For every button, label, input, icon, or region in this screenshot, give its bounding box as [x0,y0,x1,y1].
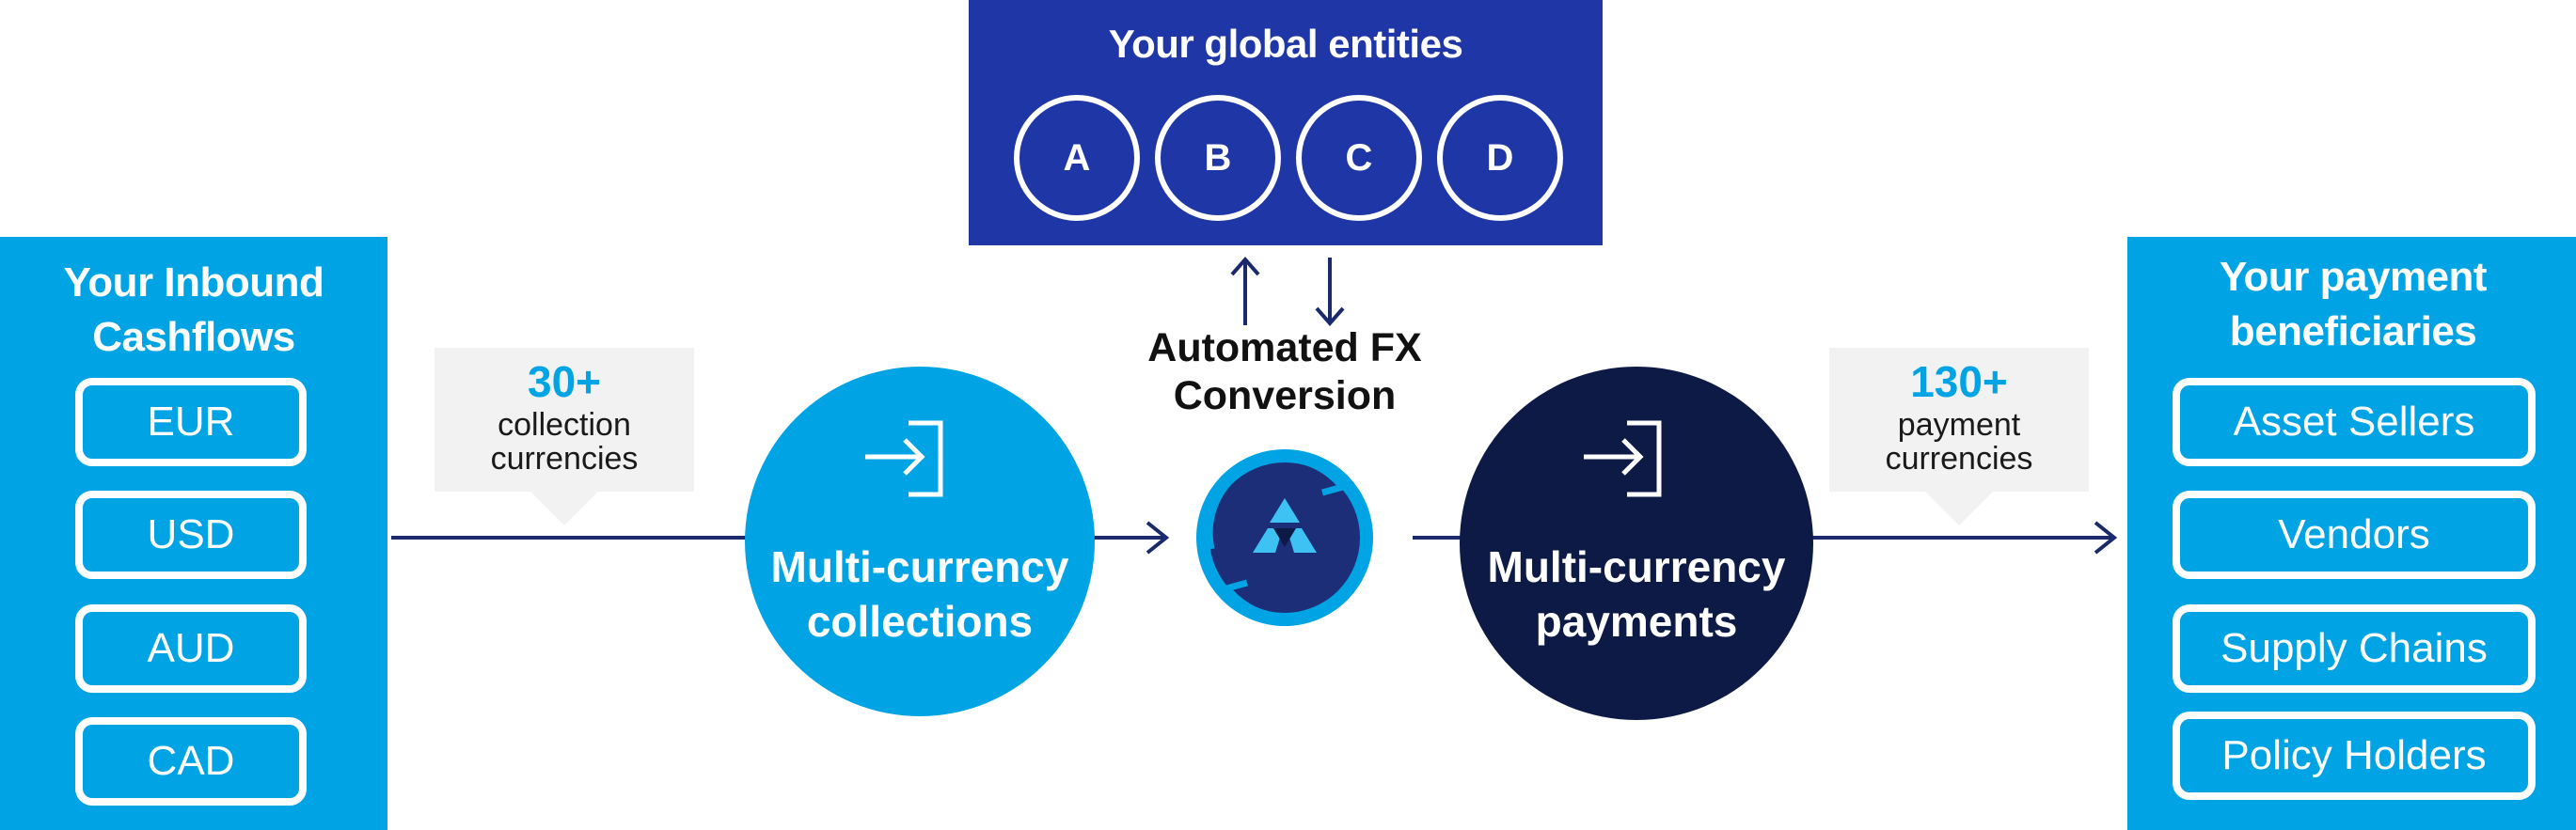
entity-label: C [1345,136,1373,179]
beneficiary-label: Policy Holders [2221,732,2487,778]
collection-line2: currencies [490,441,639,477]
entities-title: Your global entities [1108,22,1463,66]
callout-tail [1925,492,1993,525]
collection-currencies-callout: 30+ collection currencies [435,348,694,492]
currency-pill: USD [75,491,307,579]
currency-pill: AUD [75,604,307,693]
fx-emblem [1196,449,1373,626]
currency-label: USD [147,511,235,557]
inbound-cashflows-panel: Your Inbound Cashflows EUR USD AUD CAD [0,237,387,830]
beneficiary-label: Asset Sellers [2233,399,2475,445]
collection-count: 30+ [527,357,602,406]
entity-label: D [1486,136,1514,179]
login-icon [1584,420,1662,497]
fx-line1: Automated FX [1147,325,1422,370]
currency-pill: CAD [75,717,307,806]
collections-line1: Multi-currency [770,542,1069,591]
payments-circle: Multi-currency payments [1460,367,1813,720]
payment-currencies-callout: 130+ payment currencies [1829,348,2089,492]
fx-line2: Conversion [1173,373,1397,418]
arrow-down-icon [1315,258,1345,327]
entity-label: B [1204,136,1232,179]
global-entities-panel: Your global entities A B C D [969,0,1603,245]
callout-tail [530,492,598,525]
entity-circle: C [1296,95,1422,221]
collection-line1: collection [498,407,631,443]
beneficiary-pill: Policy Holders [2173,712,2536,800]
beneficiaries-title: Your payment beneficiaries [2219,254,2488,354]
inbound-panel-title: Your Inbound Cashflows [63,259,324,360]
entity-circle: A [1014,95,1140,221]
entity-circle: D [1437,95,1563,221]
payments-line1: Multi-currency [1487,542,1786,591]
entity-label: A [1063,136,1091,179]
triangle-logo-icon [1253,498,1317,553]
payment-beneficiaries-panel: Your payment beneficiaries Asset Sellers… [2127,237,2576,830]
collections-circle: Multi-currency collections [745,367,1095,716]
beneficiary-pill: Supply Chains [2173,604,2536,693]
beneficiary-pill: Vendors [2173,491,2536,579]
payment-line2: currencies [1885,441,2033,477]
beneficiary-label: Supply Chains [2220,625,2488,671]
arrow-up-icon [1230,256,1260,325]
login-icon [865,420,943,497]
currency-label: AUD [147,625,235,671]
collections-line2: collections [806,597,1034,646]
beneficiary-pill: Asset Sellers [2173,378,2536,466]
beneficiary-label: Vendors [2278,511,2430,557]
payment-count: 130+ [1910,357,2008,406]
refresh-arrows-icon [1206,453,1349,622]
currency-label: EUR [147,399,235,445]
payments-line2: payments [1535,597,1738,646]
currency-label: CAD [147,738,235,784]
payment-line1: payment [1897,407,2021,443]
fx-conversion-label: Automated FX Conversion [1091,324,1478,420]
currency-pill: EUR [75,378,307,466]
entity-circle: B [1155,95,1281,221]
